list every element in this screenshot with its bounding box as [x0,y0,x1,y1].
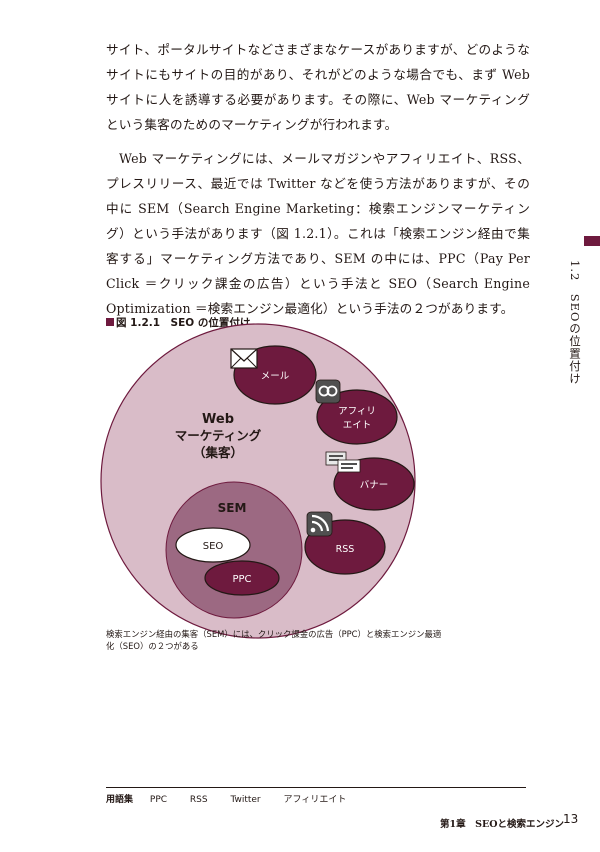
seo-label: SEO [203,541,224,552]
rss-label: RSS [336,544,355,555]
body-paragraph-2: Web マーケティングには、メールマガジンやアフィリエイト、RSS、プレスリリー… [106,151,530,316]
figure-caption-text: 図 1.2.1 SEO の位置付け [116,317,251,329]
banner-icon [325,451,361,473]
footer-divider [106,787,526,788]
section-side-label: 1.2 SEOの位置付け [568,260,582,385]
glossary-term-affiliate[interactable]: アフィリエイト [283,795,347,805]
banner-label: バナー [360,480,389,491]
chain-link-icon [315,379,341,404]
ppc-bubble [204,560,280,596]
mail-label: メール [261,371,290,382]
affiliate-label-line2: エイト [343,420,372,431]
figure-caption: 図 1.2.1 SEO の位置付け [106,315,250,330]
glossary: 用語集 PPC RSS Twitter アフィリエイト [106,792,366,805]
seo-bubble [175,527,251,563]
body-paragraph-1: サイト、ポータルサイトなどさまざまなケースがありますが、どのようなサイトにもサイ… [106,42,530,132]
rss-feed-icon [306,511,333,537]
web-label-line3: （集客） [193,445,243,460]
affiliate-label-line1: アフィリ [338,406,376,417]
glossary-term-ppc[interactable]: PPC [149,795,168,805]
glossary-heading: 用語集 [106,795,134,805]
chapter-running-title: 第1章 SEOと検索エンジン [440,819,564,830]
page-number: 13 [563,812,579,826]
affiliate-bubble [316,389,398,445]
sem-label: SEM [218,501,247,515]
web-label-line1: Web [202,412,234,427]
mail-icon [230,348,258,369]
section-tab-marker [584,236,600,246]
glossary-term-rss[interactable]: RSS [189,795,208,805]
caption-square-icon [106,318,114,326]
glossary-term-twitter[interactable]: Twitter [230,795,261,805]
figure-note: 検索エンジン経由の集客（SEM）には、クリック課金の広告（PPC）と検索エンジン… [106,629,442,651]
web-label-line2: マーケティング [175,428,262,443]
ppc-label: PPC [232,574,251,585]
